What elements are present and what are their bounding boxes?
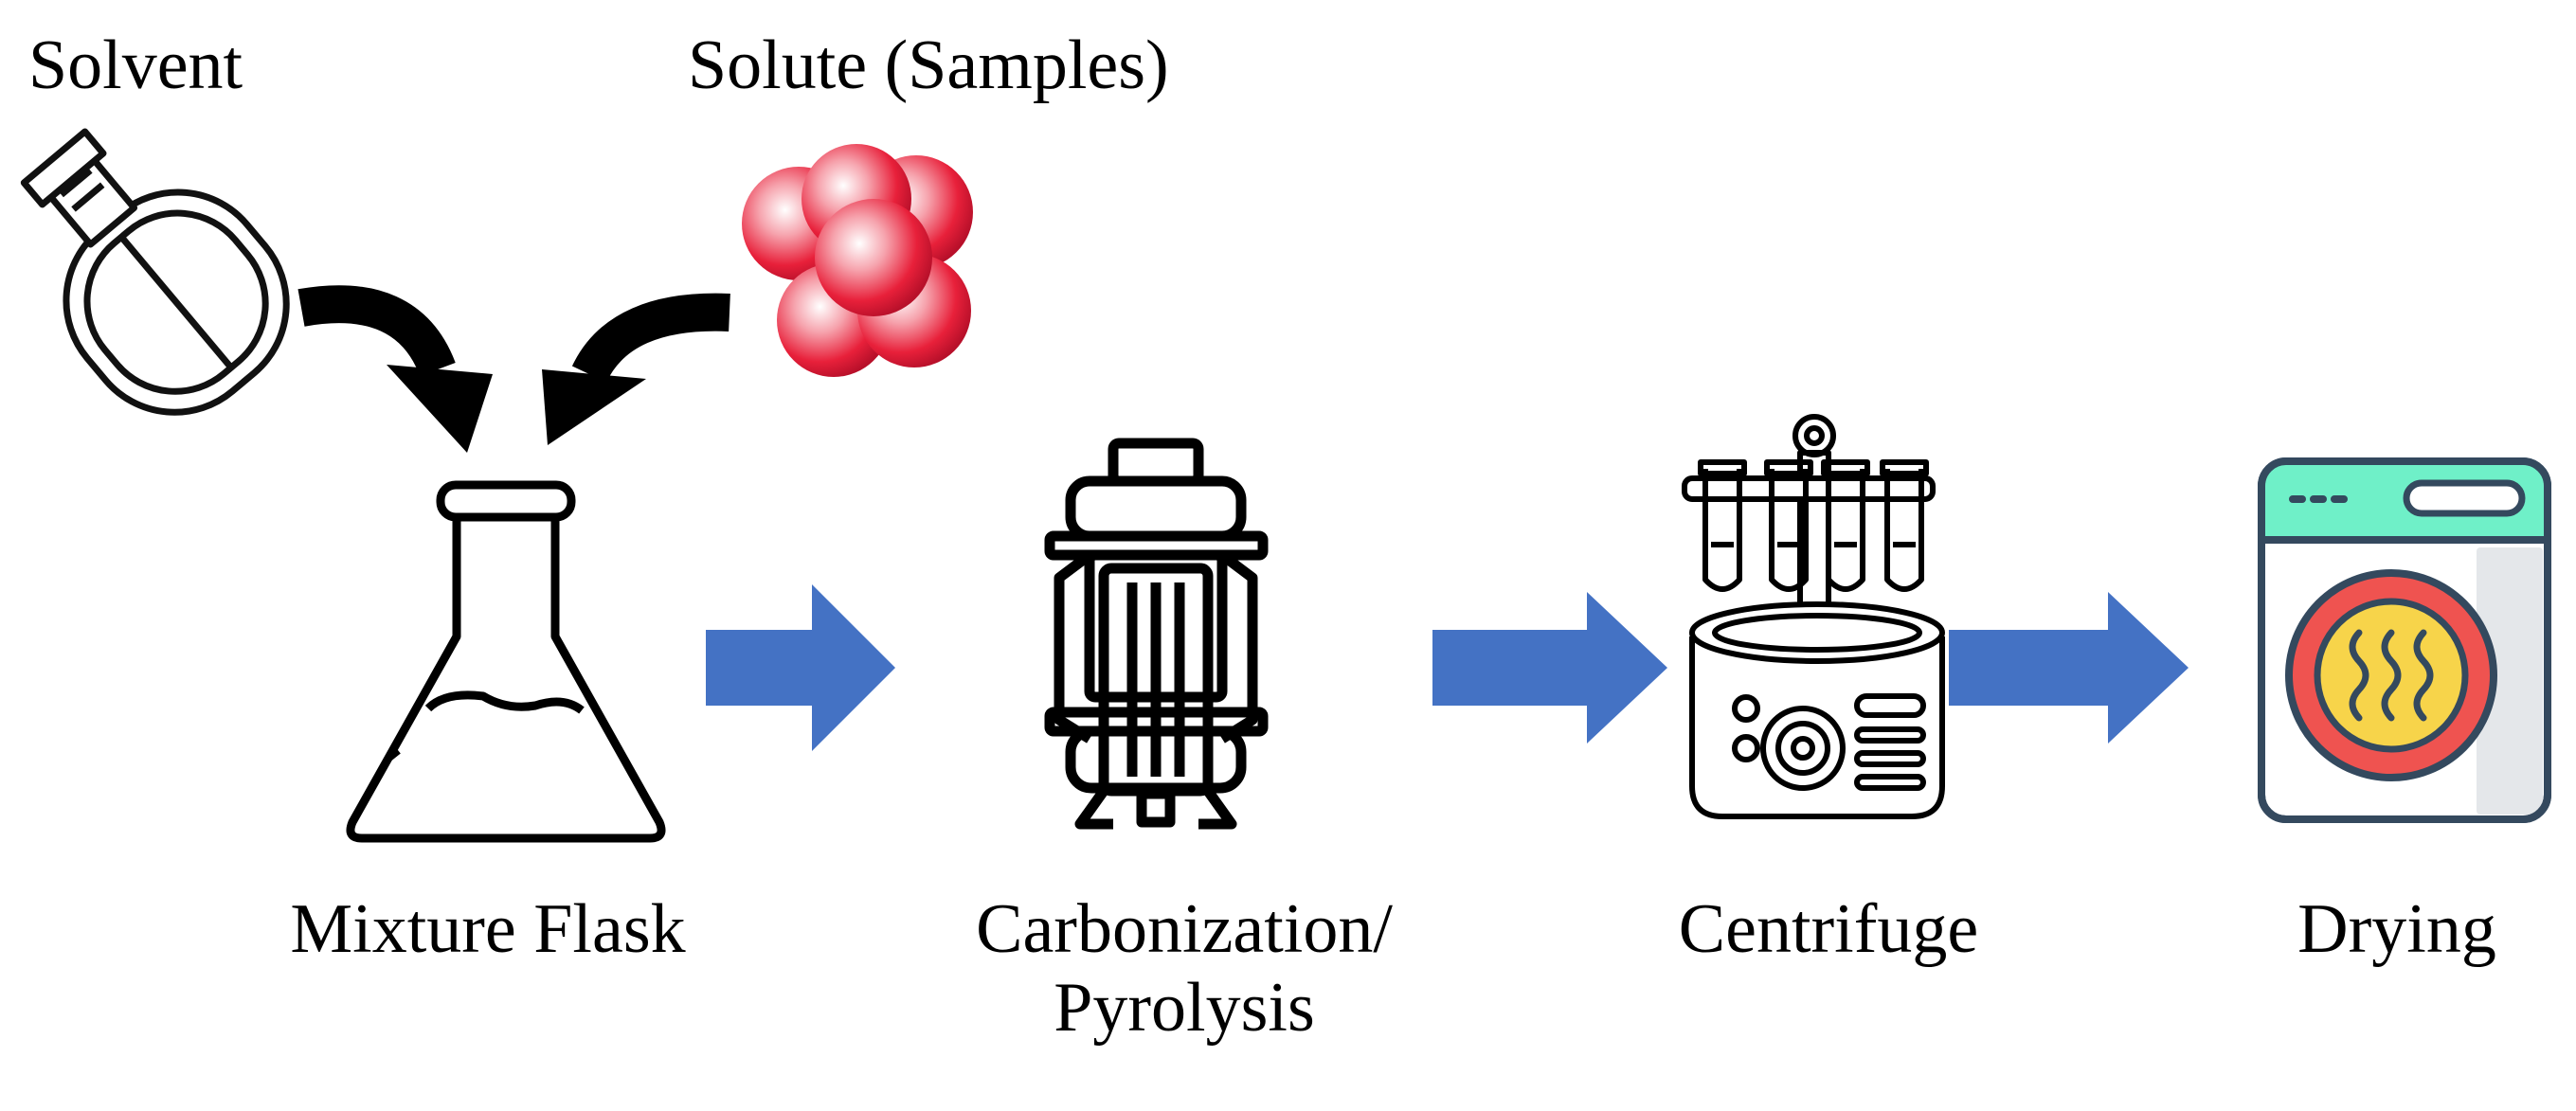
process-arrow-3 (1949, 592, 2189, 744)
solute-spheres-icon (742, 144, 973, 377)
solvent-label: Solvent (28, 27, 243, 104)
solute-feed-arrow (542, 293, 730, 445)
erlenmeyer-flask-icon (346, 480, 666, 843)
pyrolysis-reactor-icon (1044, 438, 1269, 830)
carbonization-label-line2: Pyrolysis (1054, 968, 1315, 1047)
solvent-feed-arrow (297, 285, 493, 453)
centrifuge-label: Centrifuge (1678, 890, 1979, 968)
carbonization-pyrolysis-label: Carbonization/ Pyrolysis (881, 890, 1487, 1048)
drying-label: Drying (2297, 890, 2496, 968)
dryer-icon (2258, 457, 2551, 823)
solute-label: Solute (Samples) (688, 27, 1169, 104)
process-arrow-2 (1432, 592, 1667, 744)
carbonization-label-line1: Carbonization/ (976, 890, 1393, 968)
centrifuge-icon (1682, 414, 1945, 819)
solvent-bottle-icon (20, 128, 290, 416)
mixture-flask-label: Mixture Flask (290, 890, 686, 968)
process-arrow-1 (706, 584, 895, 751)
